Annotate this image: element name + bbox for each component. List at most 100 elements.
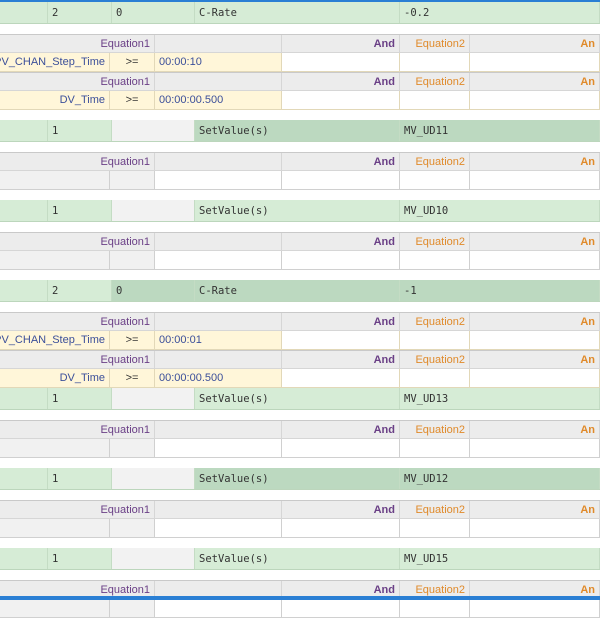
- and-header-clipped: An: [470, 351, 600, 368]
- empty-condition-row[interactable]: [0, 439, 600, 458]
- empty-condition-row[interactable]: [0, 251, 600, 270]
- header-spacer-cell: [155, 351, 282, 368]
- equation2-header: Equation2: [400, 153, 470, 170]
- and-header-clipped: An: [470, 35, 600, 52]
- condition-operator-cell: >=: [110, 91, 155, 109]
- empty-cell: [0, 519, 110, 537]
- step-row[interactable]: 1 SetValue(s)MV_UD11: [0, 120, 600, 142]
- step-index-cell: [112, 548, 195, 569]
- spacer-row: [0, 410, 600, 420]
- empty-cell: [155, 439, 282, 457]
- equation2-header: Equation2: [400, 313, 470, 330]
- equation2-header: Equation2: [400, 421, 470, 438]
- empty-cell: [110, 599, 155, 617]
- and-header: And: [282, 153, 400, 170]
- step-spacer-cell: [0, 120, 48, 141]
- and-header: And: [282, 501, 400, 518]
- empty-cell: [470, 171, 600, 189]
- spacer-row: [0, 270, 600, 280]
- empty-cell: [400, 439, 470, 457]
- step-spacer-cell: [0, 468, 48, 489]
- and-header-clipped: An: [470, 153, 600, 170]
- step-value-cell: MV_UD10: [400, 200, 600, 221]
- spacer-row: [0, 302, 600, 312]
- condition-row[interactable]: DV_Time>=00:00:00.500: [0, 369, 600, 388]
- and-header-clipped: An: [470, 421, 600, 438]
- condition-operator-cell: >=: [110, 331, 155, 349]
- empty-cell: [470, 519, 600, 537]
- equation2-header: Equation2: [400, 73, 470, 90]
- empty-cell: [400, 251, 470, 269]
- condition-empty-cell: [400, 53, 470, 71]
- step-value-cell: -0.2: [400, 2, 600, 23]
- equation1-header: Equation1: [0, 581, 155, 598]
- empty-cell: [110, 439, 155, 457]
- empty-cell: [282, 519, 400, 537]
- step-count-cell: 1: [48, 548, 112, 569]
- empty-cell: [470, 599, 600, 617]
- step-count-cell: 1: [48, 388, 112, 409]
- empty-cell: [470, 439, 600, 457]
- spacer-row: [0, 110, 600, 120]
- empty-cell: [155, 171, 282, 189]
- and-header: And: [282, 73, 400, 90]
- empty-condition-row[interactable]: [0, 519, 600, 538]
- step-type-cell: SetValue(s): [195, 120, 400, 141]
- equation1-header: Equation1: [0, 233, 155, 250]
- and-header-clipped: An: [470, 501, 600, 518]
- condition-empty-cell: [470, 331, 600, 349]
- equation1-header: Equation1: [0, 351, 155, 368]
- condition-operator-cell: >=: [110, 53, 155, 71]
- header-spacer-cell: [155, 501, 282, 518]
- empty-cell: [0, 251, 110, 269]
- condition-empty-cell: [282, 331, 400, 349]
- condition-row[interactable]: DV_Time>=00:00:00.500: [0, 91, 600, 110]
- equation1-header: Equation1: [0, 153, 155, 170]
- condition-empty-cell: [400, 91, 470, 109]
- equation2-header: Equation2: [400, 351, 470, 368]
- header-spacer-cell: [155, 421, 282, 438]
- spacer-row: [0, 222, 600, 232]
- header-spacer-cell: [155, 233, 282, 250]
- header-spacer-cell: [155, 35, 282, 52]
- condition-empty-cell: [400, 369, 470, 387]
- window-bottom-edge: [0, 596, 600, 600]
- empty-cell: [110, 519, 155, 537]
- empty-cell: [282, 599, 400, 617]
- empty-cell: [470, 251, 600, 269]
- condition-value-cell: 00:00:10: [155, 53, 282, 71]
- step-index-cell: 0: [112, 2, 195, 23]
- and-header-clipped: An: [470, 73, 600, 90]
- header-spacer-cell: [155, 313, 282, 330]
- spacer-row: [0, 190, 600, 200]
- condition-variable-cell: DV_Time: [0, 369, 110, 387]
- step-spacer-cell: [0, 2, 48, 23]
- condition-row[interactable]: PV_CHAN_Step_Time>=00:00:10: [0, 53, 600, 72]
- empty-cell: [282, 251, 400, 269]
- equation2-header: Equation2: [400, 233, 470, 250]
- step-value-cell: MV_UD11: [400, 120, 600, 141]
- step-count-cell: 2: [48, 2, 112, 23]
- condition-row[interactable]: PV_CHAN_Step_Time>=00:00:01: [0, 331, 600, 350]
- empty-cell: [282, 439, 400, 457]
- empty-condition-row[interactable]: [0, 171, 600, 190]
- equation2-header: Equation2: [400, 35, 470, 52]
- and-header-clipped: An: [470, 313, 600, 330]
- condition-value-cell: 00:00:01: [155, 331, 282, 349]
- spacer-row: [0, 24, 600, 34]
- step-spacer-cell: [0, 548, 48, 569]
- empty-condition-row[interactable]: [0, 599, 600, 618]
- header-spacer-cell: [155, 581, 282, 598]
- condition-empty-cell: [282, 53, 400, 71]
- step-count-cell: 1: [48, 120, 112, 141]
